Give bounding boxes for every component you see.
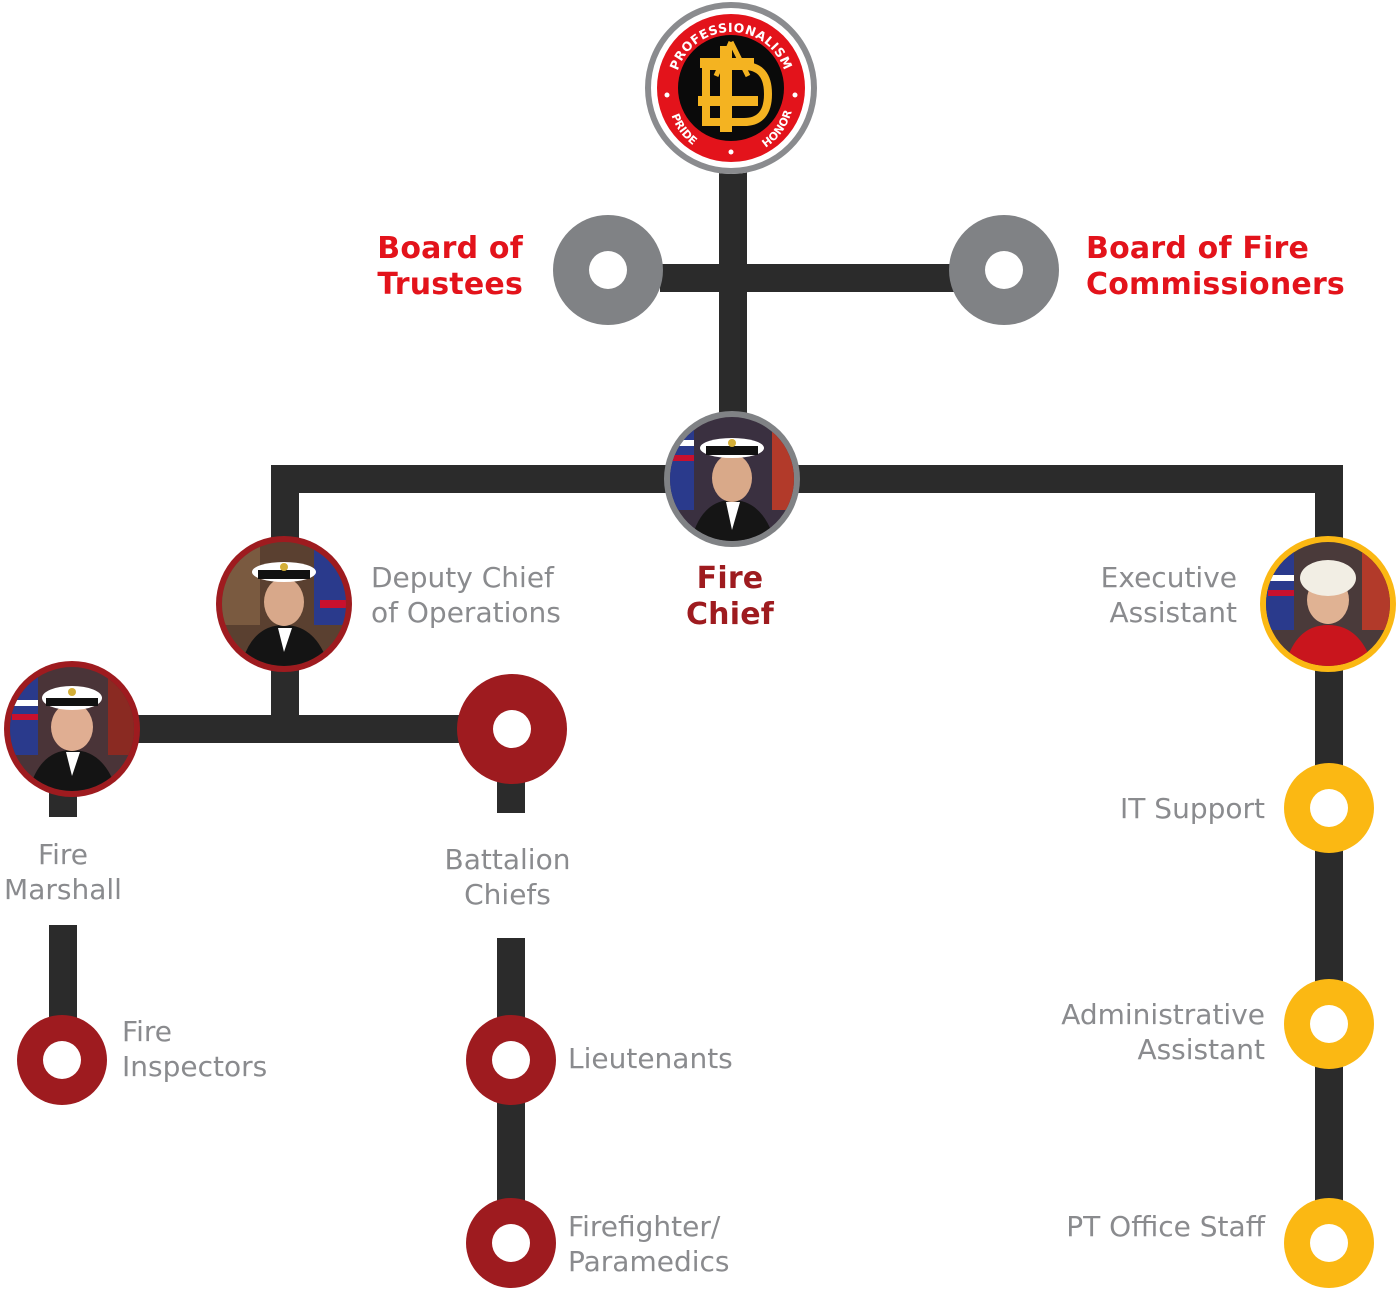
logo-monogram (698, 40, 773, 132)
connector-admin (1315, 660, 1343, 1220)
connector-to-executive (1315, 465, 1343, 545)
it-support-label: IT Support (1120, 792, 1265, 825)
fire-inspectors-node (17, 1015, 107, 1105)
battalion-chiefs-node (457, 674, 567, 784)
connector-logo-chief (719, 165, 747, 425)
board-of-commissioners-node (949, 215, 1059, 325)
connector-operations (100, 715, 515, 743)
fire-marshall-photo (4, 661, 140, 797)
connector-inspectors (49, 925, 77, 1025)
board-of-commissioners-label: Board of Fire Commissioners (1086, 231, 1345, 302)
battalion-chiefs-label: Battalion Chiefs (444, 843, 571, 911)
lieutenants-node (466, 1015, 556, 1105)
administrative-assistant-node (1284, 979, 1374, 1069)
deputy-chief-photo (216, 536, 352, 672)
firefighters-label: Firefighter/ Paramedics (568, 1210, 730, 1278)
board-of-trustees-node (553, 215, 663, 325)
lieutenants-label: Lieutenants (568, 1042, 733, 1075)
connector-to-deputy (271, 465, 299, 545)
executive-assistant-photo (1260, 536, 1396, 672)
firefighters-node (466, 1198, 556, 1288)
connector-chief-branch (271, 465, 1343, 493)
fire-chief-photo (664, 411, 800, 547)
fire-marshall-label: Fire Marshall (4, 838, 122, 906)
department-logo: PROFESSIONALISM PRIDE HONOR (645, 2, 817, 174)
it-support-node (1284, 763, 1374, 853)
administrative-assistant-label: Administrative Assistant (1061, 998, 1265, 1066)
connector-boards (660, 264, 960, 292)
executive-assistant-label: Executive Assistant (1100, 561, 1237, 629)
board-of-trustees-label: Board of Trustees (377, 231, 523, 302)
fire-inspectors-label: Fire Inspectors (122, 1015, 268, 1083)
pt-office-staff-node (1284, 1198, 1374, 1288)
fire-chief-label: Fire Chief (685, 561, 775, 632)
pt-office-staff-label: PT Office Staff (1066, 1210, 1265, 1243)
deputy-chief-label: Deputy Chief of Operations (371, 561, 561, 629)
connector-battalion-down (497, 780, 525, 813)
